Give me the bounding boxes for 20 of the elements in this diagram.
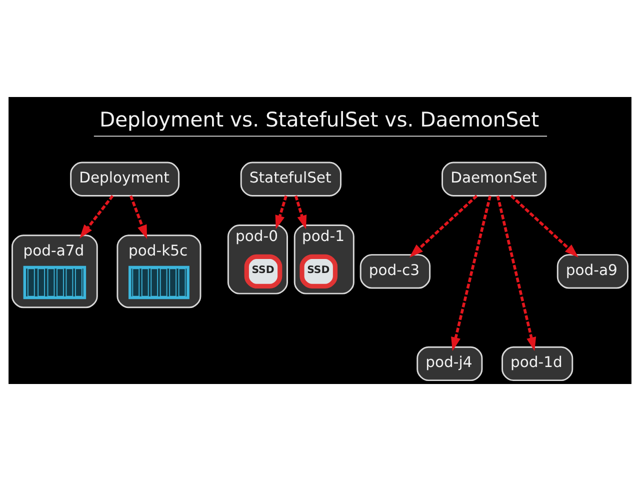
node-box: pod-k5c [116, 234, 202, 308]
arrow [80, 194, 114, 238]
node-box: pod-c3 [360, 254, 431, 288]
node-box: SSD [244, 254, 282, 288]
arrow [294, 194, 307, 229]
arrow [510, 194, 578, 257]
arrow [409, 194, 478, 257]
arrow [496, 195, 536, 351]
node-box: pod-1d [502, 346, 574, 381]
arrow [129, 194, 148, 238]
node-box: pod-j4 [416, 346, 483, 381]
diagram-title: Deployment vs. StatefulSet vs. DaemonSet [99, 107, 540, 132]
node-box: DaemonSet [442, 161, 546, 196]
node-box: pod-a7d [12, 234, 98, 308]
node-box: pod-a9 [556, 254, 628, 288]
arrow [451, 195, 492, 351]
arrow [275, 194, 288, 229]
node-box: StatefulSet [240, 161, 342, 196]
node-box: SSD [300, 254, 338, 288]
node-box: Deployment [70, 161, 180, 196]
